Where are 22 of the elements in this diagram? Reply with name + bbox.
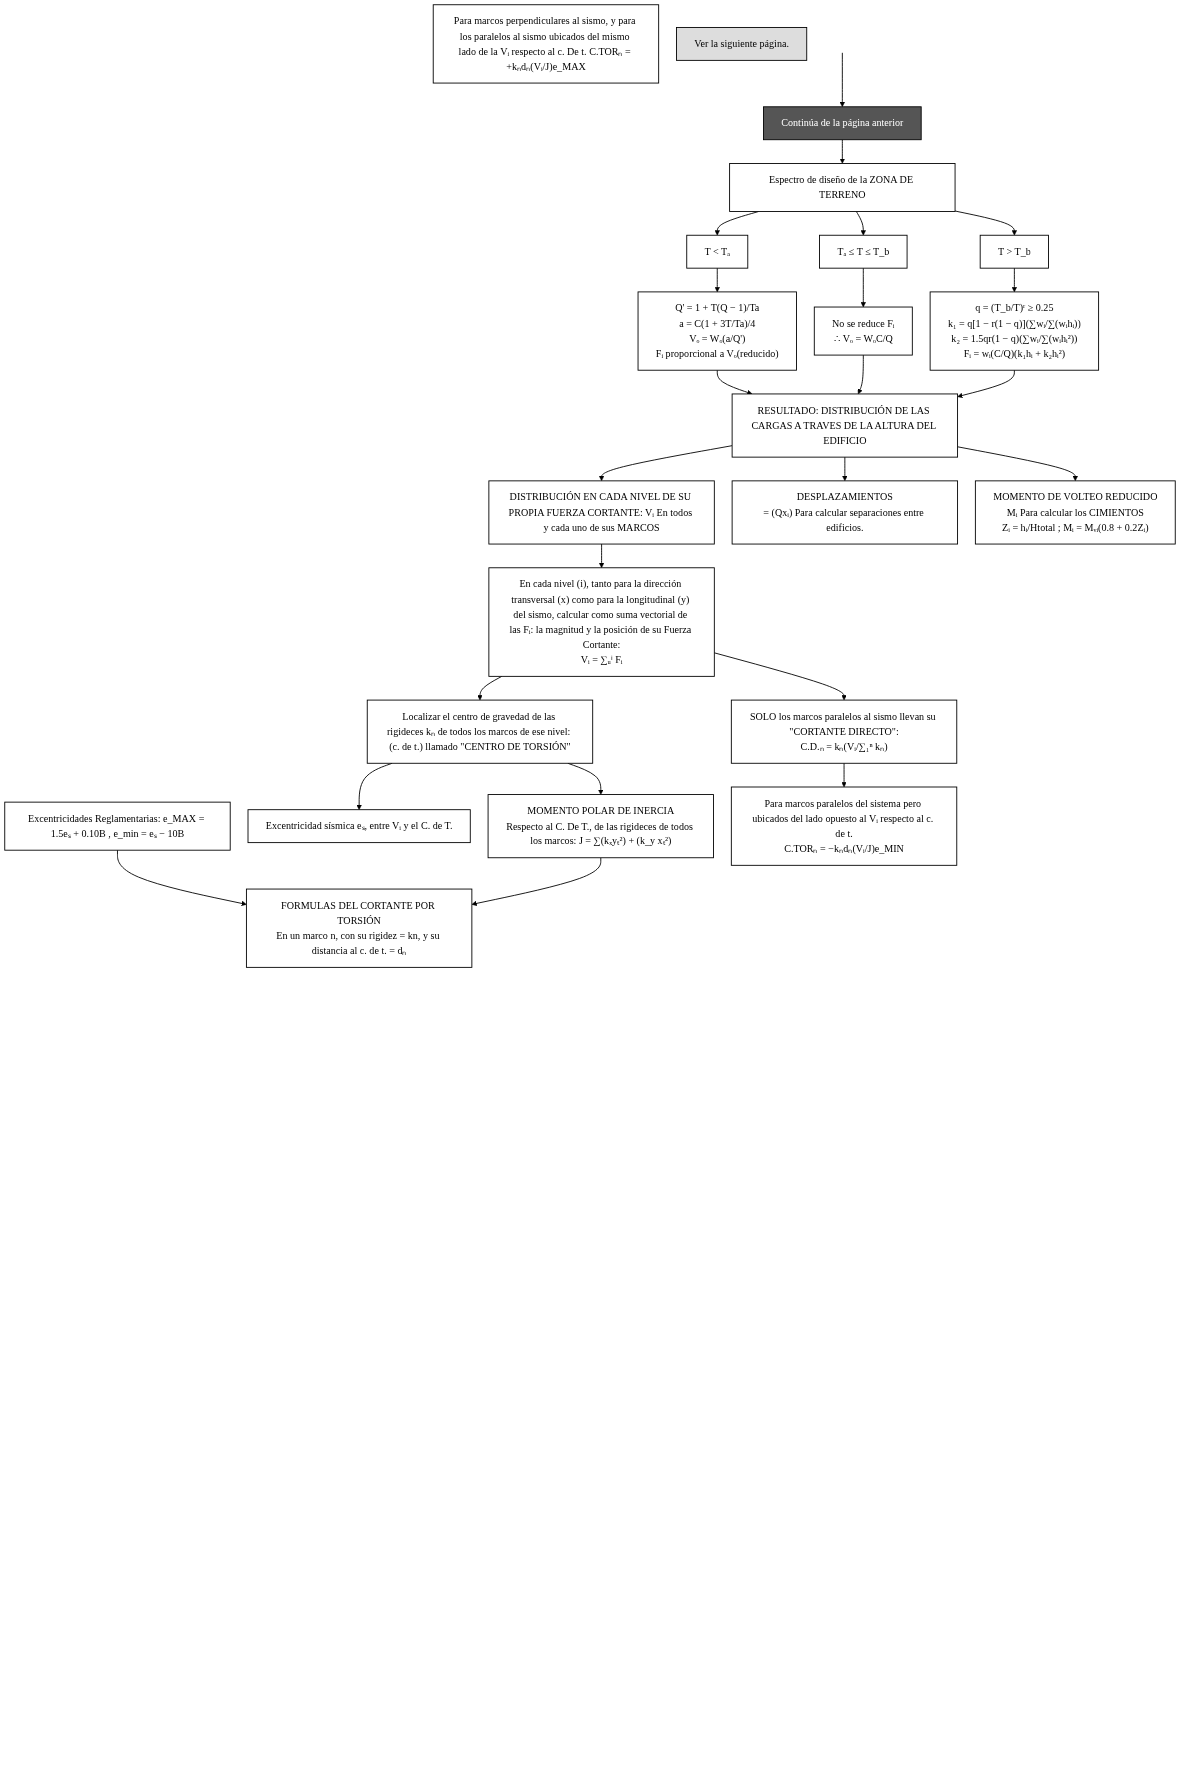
node-box: En cada nivel (i), tanto para la dirección transversal (x) como para la longitudinal (y) del sismo, calcular como suma vectorial de las Fᵢ: la magnitud y la posición de su Fuerza Cortante: Vᵢ = ∑ᵤⁱ Fᵢ — [488, 567, 715, 677]
node-box: q = (T_b/T)ʳ ≥ 0.25 k₁ = q[1 − r(1 − q)](∑wᵢ/∑(wᵢhᵢ)) k₂ = 1.5qr(1 − q)(∑wᵢ/∑(wᵢhᵢ²)) Fᵢ = wᵢ(C/Q)(k₁hᵢ + k₂hᵢ²) — [929, 291, 1100, 371]
node-box: SOLO los marcos paralelos al sismo llevan su "CORTANTE DIRECTO": C.D.ₙ = kₙ(Vᵢ/∑₁ⁿ kₙ) — [730, 699, 958, 764]
node-box: Para marcos perpendiculares al sismo, y para los paralelos al sismo ubicados del mismo lado de la Vᵢ respecto al c. De t. C.TORₙ = +kₙdₙ(Vᵢ/J)e_MAX — [432, 4, 660, 84]
node-box: MOMENTO DE VOLTEO REDUCIDO Mᵢ Para calcular los CIMIENTOS Zᵢ = hᵢ/Htotal ; Mᵢ = Mᵥᵢ(0.8 + 0.2Zᵢ) — [974, 480, 1176, 545]
node-box: Para marcos paralelos del sistema pero ubicados del lado opuesto al Vᵢ respecto al c. de t. C.TORₙ = −kₙdₙ(Vᵢ/J)e_MIN — [730, 786, 958, 866]
node-box: Q' = 1 + T(Q − 1)/Ta a = C(1 + 3T/Ta)/4 Vₒ = Wₒ(a/Q') Fᵢ proporcional a Vₒ(reducido) — [637, 291, 797, 371]
node-box: Tₐ ≤ T ≤ T_b — [819, 234, 908, 269]
node-box: Excentricidad sísmica eₛ, entre Vᵢ y el C. de T. — [247, 809, 471, 844]
node-box: T < Tₐ — [686, 234, 749, 269]
node-box: DESPLAZAMIENTOS = (Qxᵢ) Para calcular separaciones entre edificios. — [731, 480, 958, 545]
node-box: Espectro de diseño de la ZONA DE TERRENO — [729, 163, 956, 212]
node-box: Excentricidades Reglamentarias: e_MAX = 1.5eₛ + 0.10B , e_min = eₛ − 10B — [4, 801, 231, 851]
node-box: T > T_b — [979, 234, 1049, 269]
node-box: Continúa de la página anterior — [763, 106, 922, 141]
node-box: Localizar el centro de gravedad de las rigideces kₙ de todos los marcos de ese nivel: (c. de t.) llamado "CENTRO DE TORSIÓN" — [366, 699, 594, 764]
node-box: MOMENTO POLAR DE INERCIA Respecto al C. De T., de las rigideces de todos los marcos: J = ∑(kₓyₜ²) + (k_y xₜ²) — [487, 794, 714, 859]
node-box: No se reduce Fᵢ ∴ Vₒ = WₒC/Q — [813, 306, 913, 356]
node-box: RESULTADO: DISTRIBUCIÓN DE LAS CARGAS A TRAVES DE LA ALTURA DEL EDIFICIO — [731, 393, 958, 458]
node-box: FORMULAS DEL CORTANTE POR TORSIÓN En un marco n, con su rigidez = kn, y su distancia al c. de t. = dₙ — [245, 888, 473, 968]
node-box: DISTRIBUCIÓN EN CADA NIVEL DE SU PROPIA FUERZA CORTANTE: Vᵢ En todos y cada uno de sus MARCOS — [488, 480, 715, 545]
node-box: Ver la siguiente página. — [676, 27, 808, 61]
